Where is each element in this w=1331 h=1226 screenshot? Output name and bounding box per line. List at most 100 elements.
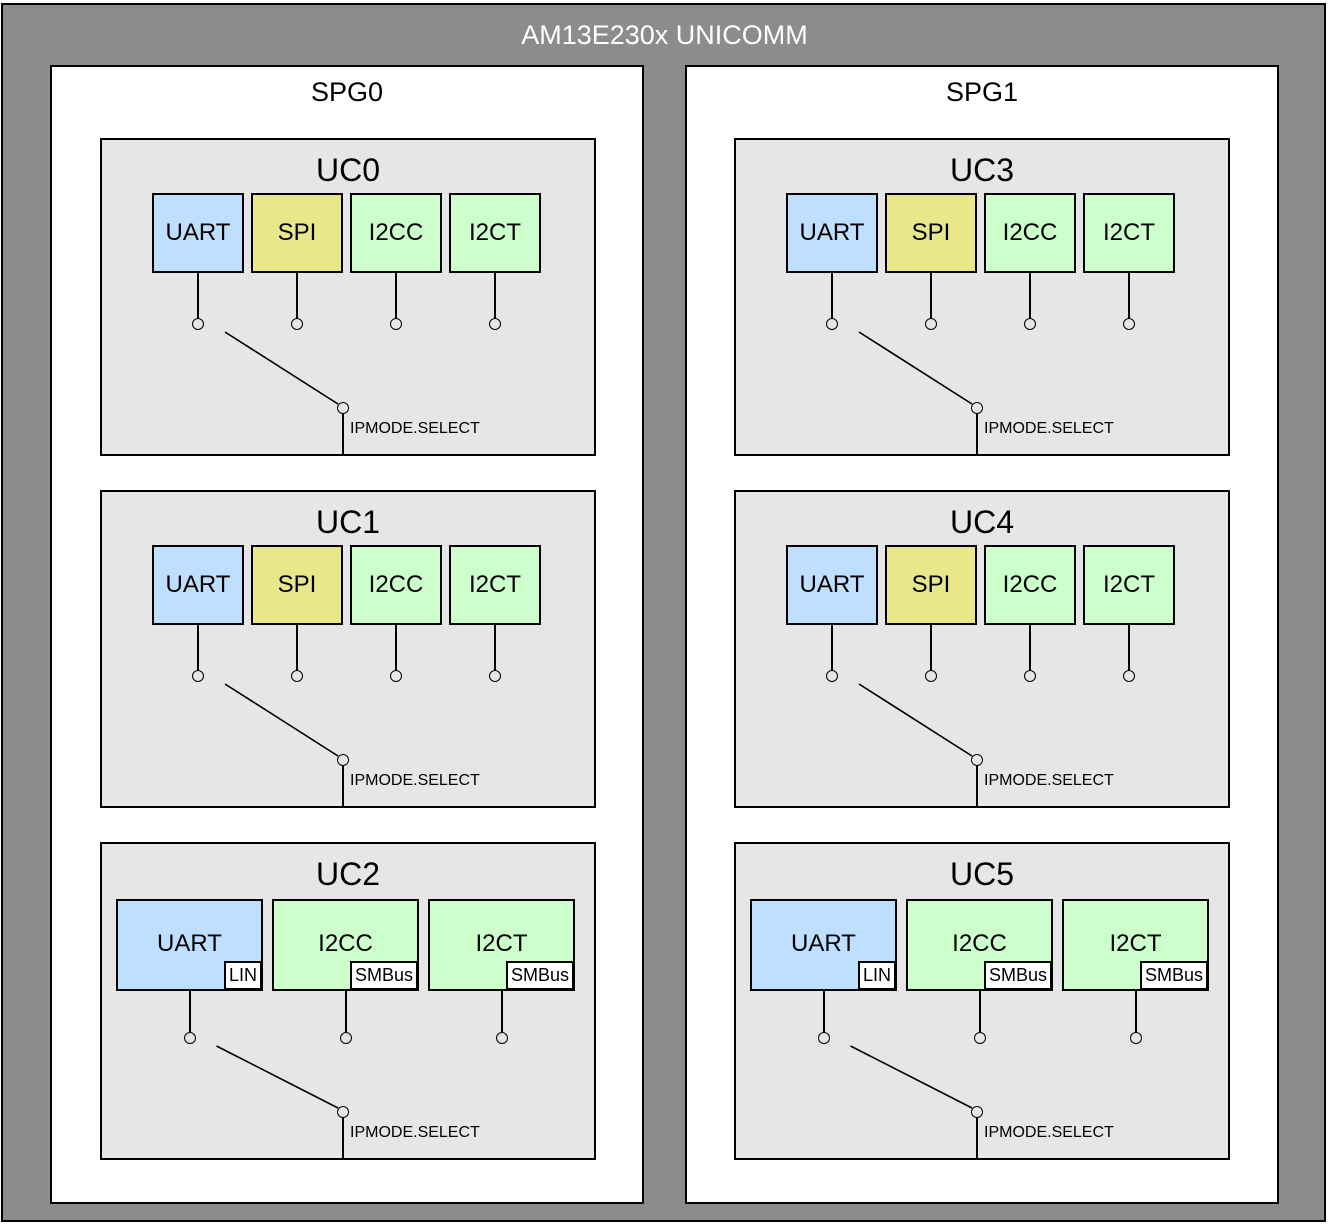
ip-block-label: I2CC	[952, 930, 1007, 957]
ipmode-select-label: IPMODE.SELECT	[984, 420, 1114, 437]
switch-contact	[817, 1032, 830, 1044]
ip-block-i2cc: I2CC	[984, 193, 1076, 273]
connector-wire	[978, 991, 981, 1032]
ip-block-label: SPI	[911, 571, 951, 598]
ip-block-label: SPI	[277, 219, 317, 246]
switch-contact	[339, 1032, 352, 1044]
output-wire	[342, 766, 344, 808]
ip-block-label: I2CT	[1102, 219, 1155, 246]
spg-title: SPG1	[945, 77, 1019, 107]
connector-wire	[930, 625, 932, 670]
switch-contact	[390, 318, 402, 330]
spg-title: SPG0	[310, 77, 384, 107]
connector-wire	[1128, 273, 1130, 318]
connector-wire	[344, 991, 347, 1032]
ip-block-label: I2CC	[368, 571, 424, 598]
switch-pivot	[971, 402, 983, 414]
ip-block-spi: SPI	[251, 545, 343, 625]
output-wire	[976, 766, 978, 808]
connector-wire	[1134, 991, 1137, 1032]
switch-pivot	[337, 754, 349, 766]
ip-block-label: I2CT	[1109, 930, 1162, 957]
switch-contact	[1123, 318, 1135, 330]
unit-title: UC3	[949, 152, 1014, 188]
ipmode-select-label: IPMODE.SELECT	[350, 1124, 480, 1141]
switch-contact	[291, 318, 303, 330]
ipmode-select-label: IPMODE.SELECT	[350, 772, 480, 789]
ip-block-label: I2CT	[468, 219, 521, 246]
unit-title: UC5	[949, 856, 1014, 892]
connector-wire	[188, 991, 191, 1032]
ip-block-label: SPI	[911, 219, 951, 246]
switch-contact	[489, 670, 501, 682]
connector-wire	[1029, 625, 1031, 670]
ip-block-label: UART	[799, 571, 865, 598]
ip-block-i2ct: I2CT	[1083, 545, 1175, 625]
ip-block-i2ct: I2CT SMBus	[1062, 899, 1209, 991]
ip-block-i2ct: I2CT	[449, 193, 541, 273]
ip-block-uart: UART	[152, 545, 244, 625]
connector-wire	[197, 625, 199, 670]
ipmode-select-label: IPMODE.SELECT	[984, 772, 1114, 789]
ip-mode-badge: LIN	[857, 961, 896, 990]
ip-mode-badge: SMBus	[1139, 961, 1208, 990]
ip-block-i2cc: I2CC	[350, 193, 442, 273]
connector-wire	[500, 991, 503, 1032]
switch-contact	[1024, 318, 1036, 330]
ip-block-spi: SPI	[885, 545, 977, 625]
switch-contact	[489, 318, 501, 330]
switch-pivot	[337, 1106, 349, 1118]
connector-wire	[1029, 273, 1031, 318]
ip-block-label: I2CC	[1002, 219, 1058, 246]
ip-block-label: I2CC	[1002, 571, 1058, 598]
unit-title: UC4	[949, 504, 1014, 540]
unit-uc4: UC4	[734, 490, 1230, 808]
connector-wire	[831, 273, 833, 318]
ip-block-i2ct: I2CT	[1083, 193, 1175, 273]
switch-contact	[1123, 670, 1135, 682]
unit-uc1: UC1	[100, 490, 596, 808]
ip-block-i2cc: I2CC	[350, 545, 442, 625]
connector-wire	[494, 625, 496, 670]
ip-block-label: I2CC	[318, 930, 373, 957]
connector-wire	[197, 273, 199, 318]
unit-uc0: UC0	[100, 138, 596, 456]
output-wire	[342, 1118, 344, 1160]
ip-block-label: SPI	[277, 571, 317, 598]
output-wire	[976, 414, 978, 456]
ip-block-label: UART	[791, 930, 856, 957]
switch-contact	[495, 1032, 508, 1044]
ip-block-label: I2CT	[468, 571, 521, 598]
switch-contact	[826, 318, 838, 330]
connector-wire	[494, 273, 496, 318]
ip-block-label: I2CT	[1102, 571, 1155, 598]
switch-pivot	[971, 754, 983, 766]
connector-wire	[1128, 625, 1130, 670]
ip-mode-badge: LIN	[223, 961, 262, 990]
connector-wire	[395, 273, 397, 318]
switch-contact	[1024, 670, 1036, 682]
switch-contact	[973, 1032, 986, 1044]
switch-pivot	[971, 1106, 983, 1118]
connector-wire	[930, 273, 932, 318]
connector-wire	[831, 625, 833, 670]
ipmode-select-label: IPMODE.SELECT	[984, 1124, 1114, 1141]
ip-block-spi: SPI	[885, 193, 977, 273]
unit-title: UC1	[315, 504, 380, 540]
ip-block-uart: UART	[786, 193, 878, 273]
ip-block-label: UART	[165, 219, 231, 246]
ip-block-label: UART	[799, 219, 865, 246]
switch-contact	[183, 1032, 196, 1044]
output-wire	[342, 414, 344, 456]
ip-mode-badge: SMBus	[983, 961, 1052, 990]
output-wire	[976, 1118, 978, 1160]
ip-block-uart: UART	[152, 193, 244, 273]
ip-block-label: UART	[165, 571, 231, 598]
unit-title: UC2	[315, 856, 380, 892]
ip-block-i2cc: I2CC	[984, 545, 1076, 625]
